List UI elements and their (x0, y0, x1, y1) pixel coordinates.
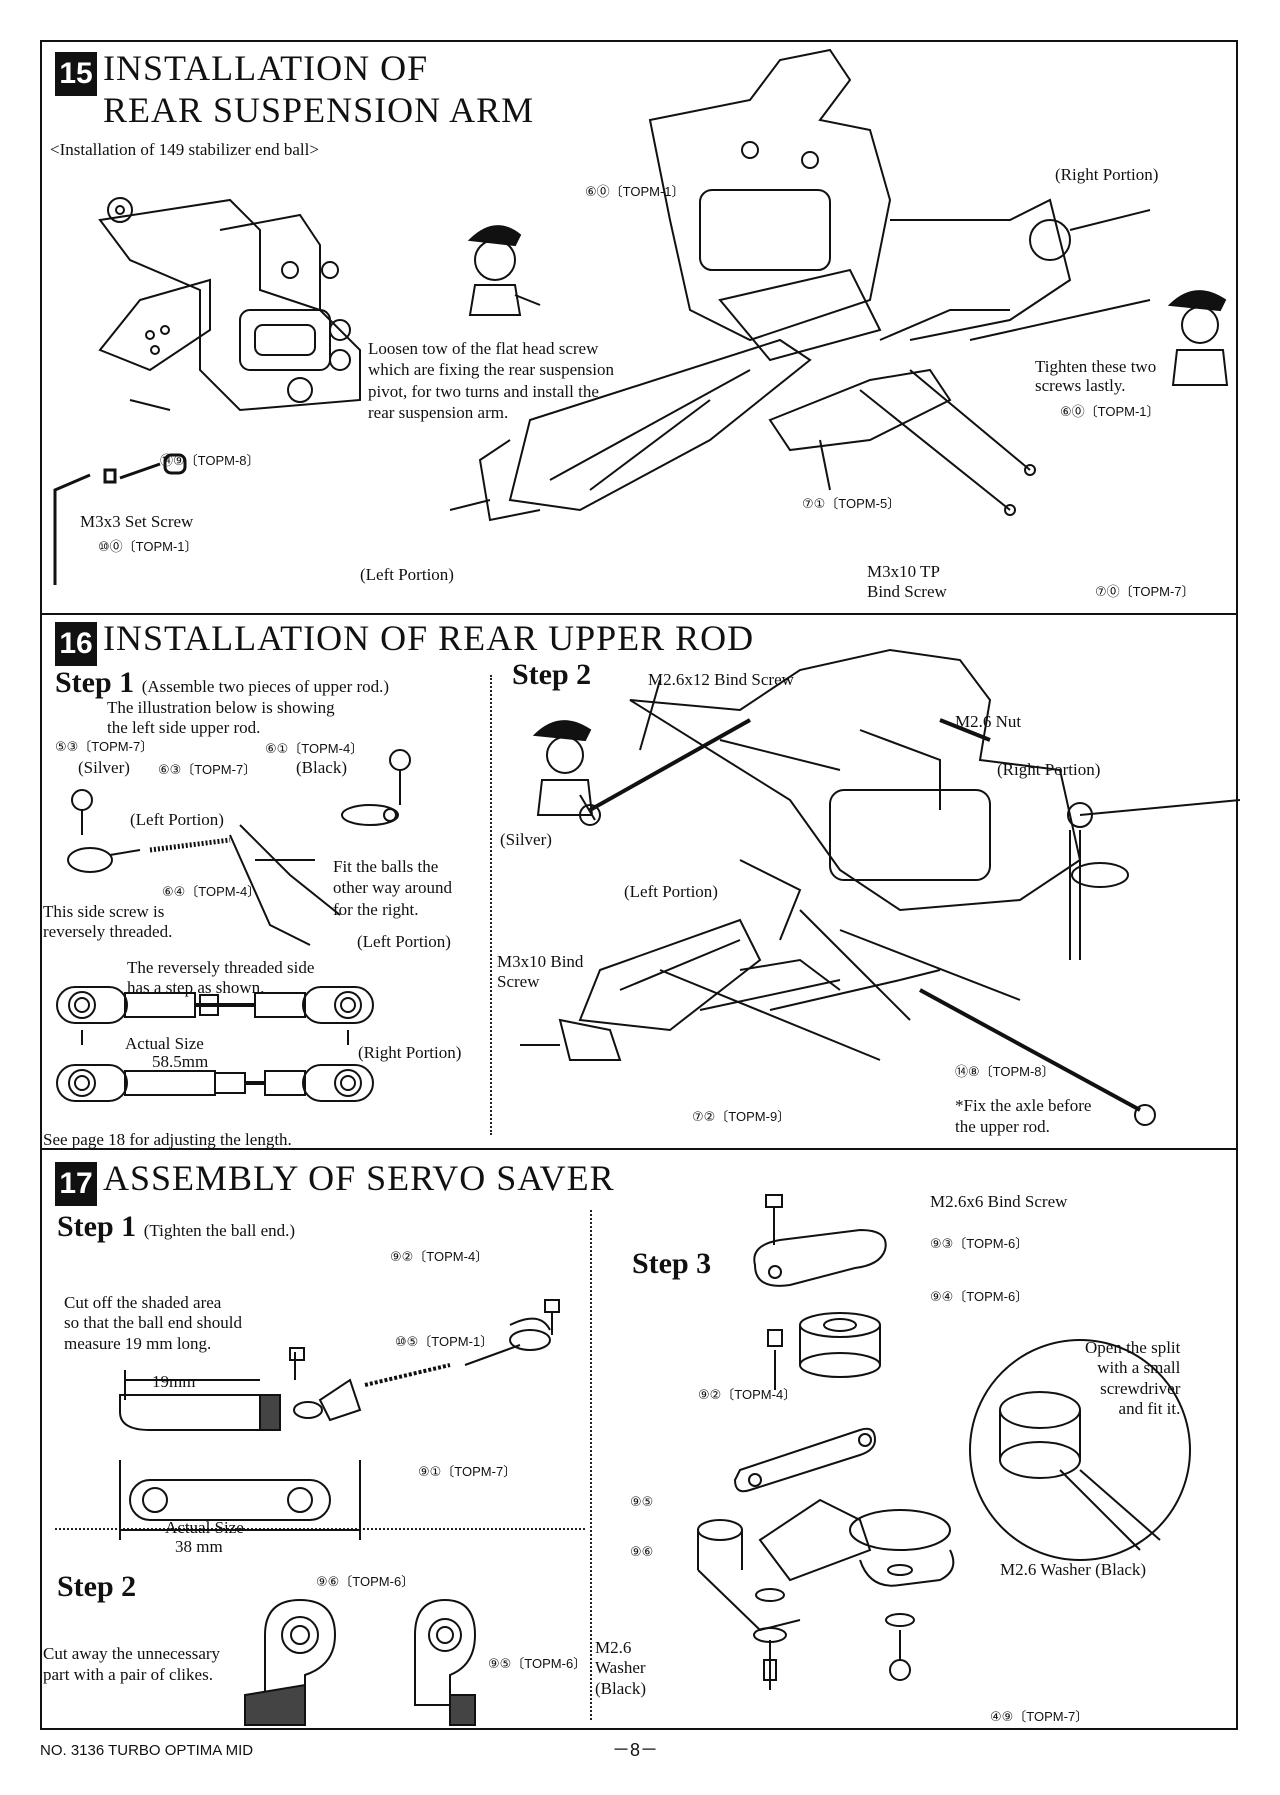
washer-label: M2.6 Washer (Black) (595, 1638, 646, 1698)
step-label: Step 2 (512, 658, 592, 691)
section-title: REAR SUSPENSION ARM (103, 90, 535, 130)
upper-rod-actual-size-illustration (55, 985, 375, 1115)
part-ref: ⑥①〔TOPM-4〕 (265, 741, 364, 756)
part-label: M2.6x12 Bind Screw (648, 670, 794, 689)
mascot-illustration (530, 710, 600, 820)
part-ref: ⑥⓪〔TOPM-1〕 (1060, 404, 1160, 419)
footer-model: NO. 3136 TURBO OPTIMA MID (40, 1742, 254, 1759)
part-label: M2.6x6 Bind Screw (930, 1192, 1068, 1211)
part-ref: ⑨②〔TOPM-4〕 (390, 1249, 489, 1264)
part-ref: ⑨③〔TOPM-6〕 (930, 1236, 1029, 1251)
part-ref: ⑥④〔TOPM-4〕 (162, 884, 261, 899)
hex-wrench-illustration (50, 450, 250, 590)
part-ref: ⑨⑥〔TOPM-6〕 (316, 1574, 415, 1589)
bind-screw-label: M3x10 Bind Screw (497, 952, 584, 991)
part-label: M3x3 Set Screw (80, 512, 194, 531)
servo-horn-dimension-illustration (120, 1370, 370, 1530)
dimension-label: 38 mm (175, 1537, 223, 1556)
right-portion-label: (Right Portion) (358, 1043, 462, 1062)
see-page-note: See page 18 for adjusting the length. (43, 1130, 292, 1149)
right-portion-label: (Right Portion) (1055, 165, 1159, 184)
silver-label: (Silver) (78, 758, 130, 777)
left-portion-label: (Left Portion) (360, 565, 454, 584)
part-ref: ⑦②〔TOPM-9〕 (692, 1109, 791, 1124)
step-note: Cut away the unnecessary part with a pai… (43, 1644, 221, 1685)
page-frame (40, 40, 1238, 1730)
black-label: (Black) (296, 758, 347, 777)
section-number: 15 (55, 52, 97, 96)
section-divider (40, 613, 1238, 615)
step-divider (590, 1210, 592, 1720)
section-number: 16 (55, 622, 97, 666)
part-ref: ⑦①〔TOPM-5〕 (802, 496, 901, 511)
step-label: Step 1 (Tighten the ball end.) (57, 1210, 296, 1243)
rear-suspension-illustration (450, 40, 1230, 590)
step-note: The reversely threaded side has a step a… (127, 958, 315, 997)
fit-note: Fit the balls the other way around for t… (333, 857, 452, 919)
part-ref: ⑨⑤ (630, 1494, 654, 1509)
step-label: Step 3 (632, 1247, 712, 1280)
fix-note: *Fix the axle before the upper rod. (955, 1096, 1092, 1137)
reverse-note: This side screw is reversely threaded. (43, 902, 173, 941)
upper-rod-exploded-illustration (60, 745, 420, 955)
part-ref: ⑭⑨〔TOPM-8〕 (160, 453, 260, 468)
bind-screw-label: M3x10 TP Bind Screw (867, 562, 947, 601)
part-ref: ⑦⓪〔TOPM-7〕 (1095, 584, 1195, 599)
part-label: M2.6 Nut (955, 712, 1022, 731)
dimension-label: 19mm (152, 1372, 196, 1391)
servo-saver-parts-illustration (245, 1585, 475, 1725)
step-note: Cut off the shaded area so that the ball… (64, 1293, 243, 1353)
ball-end-exploded-illustration (290, 1270, 580, 1440)
tighten-note: Tighten these two screws lastly. (1035, 357, 1157, 395)
part-ref: ⑥⓪〔TOPM-1〕 (585, 184, 685, 199)
part-ref: ⑨①〔TOPM-7〕 (418, 1464, 517, 1479)
left-portion-label: (Left Portion) (624, 882, 718, 901)
step-label: Step 2 (57, 1570, 137, 1603)
actual-size-label: Actual Size (165, 1518, 244, 1537)
part-ref: ⑤③〔TOPM-7〕 (55, 739, 154, 754)
step-label: Step 1 (Assemble two pieces of upper rod… (55, 666, 390, 699)
part-ref: ⑩⑤〔TOPM-1〕 (395, 1334, 494, 1349)
gearbox-illustration (60, 170, 480, 440)
section-number: 17 (55, 1162, 97, 1206)
silver-label: (Silver) (500, 830, 552, 849)
part-ref: ④⑨〔TOPM-7〕 (990, 1709, 1089, 1724)
part-ref: ⑨④〔TOPM-6〕 (930, 1289, 1029, 1304)
left-portion-label: (Left Portion) (357, 932, 451, 951)
section-title: INSTALLATION OF (103, 48, 429, 88)
step-note: The illustration below is showing the le… (107, 698, 335, 737)
servo-saver-assembly-illustration (660, 1190, 1220, 1715)
loosen-note: Loosen tow of the flat head screw which … (368, 339, 614, 422)
section-subtitle: <Installation of 149 stabilizer end ball… (50, 140, 319, 159)
section-title: INSTALLATION OF REAR UPPER ROD (103, 618, 755, 658)
mascot-illustration (1165, 280, 1235, 390)
section-divider (40, 1148, 1238, 1150)
step-divider (490, 675, 492, 1135)
page-number: －8－ (612, 1740, 659, 1760)
part-ref: ⑭⑧〔TOPM-8〕 (955, 1064, 1055, 1079)
section-title: ASSEMBLY OF SERVO SAVER (103, 1158, 615, 1198)
mascot-illustration (460, 215, 540, 325)
part-ref: ⑨②〔TOPM-4〕 (698, 1387, 797, 1402)
dimension-label: 58.5mm (152, 1052, 209, 1071)
part-ref: ⑨⑥ (630, 1544, 654, 1559)
part-ref: ⑨⑤〔TOPM-6〕 (488, 1656, 587, 1671)
washer-label: M2.6 Washer (Black) (1000, 1560, 1147, 1579)
open-split-note: Open the split with a small screwdriver … (1085, 1338, 1181, 1419)
part-ref: ⑥③〔TOPM-7〕 (158, 762, 257, 777)
rear-upper-rod-illustration (540, 640, 1230, 1140)
part-ref: ⑩⓪〔TOPM-1〕 (98, 539, 198, 554)
actual-size-label: Actual Size (125, 1034, 204, 1053)
left-portion-label: (Left Portion) (130, 810, 224, 829)
